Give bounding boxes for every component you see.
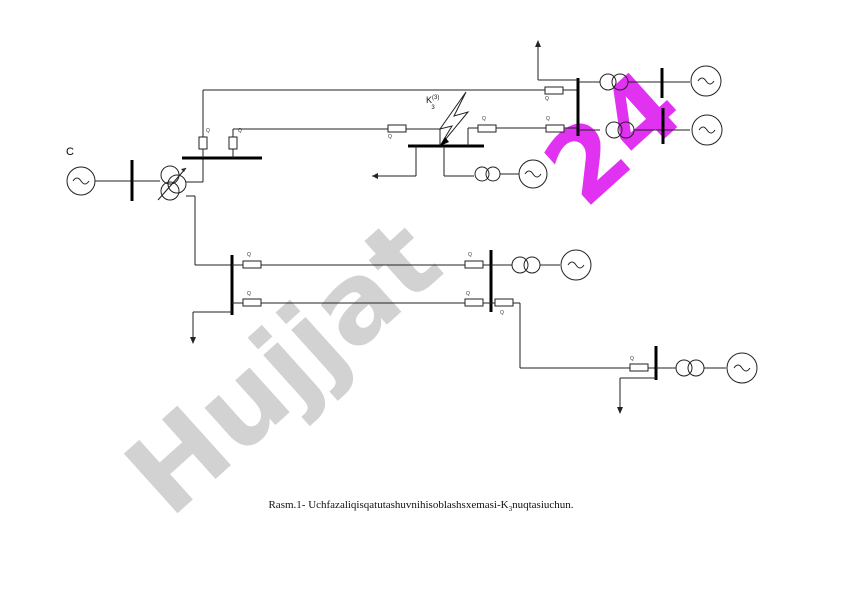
switch-q1 (198, 136, 208, 150)
switch-label: Q (466, 291, 470, 297)
switch-label: Q (206, 128, 210, 134)
switch-label: Q (545, 96, 549, 102)
switch-q5 (477, 124, 497, 133)
switch-q3 (228, 136, 238, 150)
switch-label: Q (482, 116, 486, 122)
switch-label: Q (238, 128, 242, 134)
generator-top2 (691, 114, 723, 146)
transformer-gen-lower (675, 359, 705, 377)
generator-mid (560, 249, 592, 281)
switch-label: Q (468, 252, 472, 258)
switch-q2 (544, 86, 564, 95)
switch-q7 (242, 260, 262, 269)
switch-label: Q (500, 310, 504, 316)
fault-arrow (438, 91, 470, 147)
transformer-gen-fault (474, 166, 501, 182)
watermark-text: Hujjat (102, 195, 465, 539)
switch-q10 (464, 298, 484, 307)
source-label: C (66, 146, 74, 158)
generator-top1 (690, 65, 722, 97)
switch-q11 (494, 298, 514, 307)
switch-q6 (545, 124, 565, 133)
transformer-gen-mid (511, 256, 541, 274)
switch-q12 (629, 363, 649, 372)
switch-label: Q (546, 116, 550, 122)
switch-q9 (464, 260, 484, 269)
switch-label: Q (630, 356, 634, 362)
generator-lower (726, 352, 758, 384)
switch-label: Q (247, 291, 251, 297)
switch-q4 (387, 124, 407, 133)
fault-label: K(3)3 (426, 95, 439, 111)
switch-q8 (242, 298, 262, 307)
figure-caption: Rasm.1- Uchfazaliqisqatutashuvnihisoblas… (268, 499, 574, 514)
generator-source-c (66, 166, 96, 196)
generator-fault (518, 159, 548, 189)
switch-label: Q (247, 252, 251, 258)
transformer-main (157, 165, 187, 201)
switch-label: Q (388, 134, 392, 140)
